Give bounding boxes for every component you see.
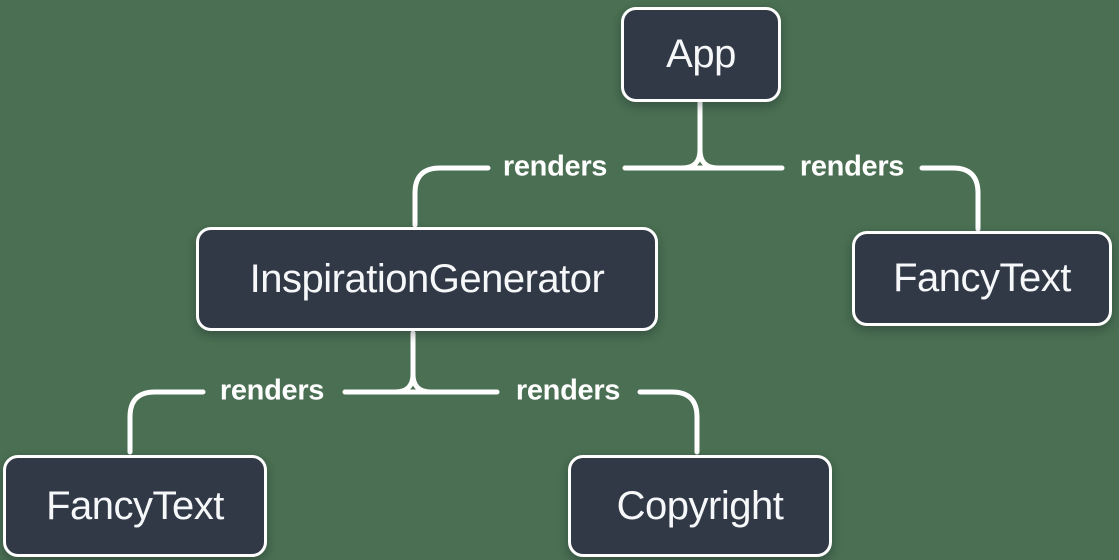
edge-label-inspiration-to-copyright: renders [515,374,621,407]
node-fancy-text-top-label: FancyText [893,256,1071,300]
edge-app-to-inspiration-generator [412,165,491,228]
node-fancy-text-bottom: FancyText [3,455,267,557]
edge-inspiration-flare-left [392,371,416,395]
edge-label-inspiration-to-fancy-text: renders [219,374,325,407]
node-app: App [621,7,781,102]
node-copyright-label: Copyright [616,483,784,528]
node-inspiration-generator: InspirationGenerator [196,227,658,331]
edge-inspiration-flare-right [410,371,434,395]
node-fancy-text-top: FancyText [852,231,1112,326]
node-app-label: App [666,32,736,76]
node-fancy-text-bottom-label: FancyText [46,483,224,528]
node-inspiration-generator-label: InspirationGenerator [249,256,605,301]
edge-inspiration-to-copyright [637,389,700,455]
edge-app-flare-left [679,147,703,171]
edge-label-app-to-fancy-text: renders [799,150,905,183]
edge-app-flare-right [697,147,721,171]
edge-inspiration-to-fancy-text [127,389,206,455]
edge-app-to-fancy-text [919,165,981,232]
edge-label-app-to-inspiration-generator: renders [502,150,608,183]
node-copyright: Copyright [568,455,832,557]
